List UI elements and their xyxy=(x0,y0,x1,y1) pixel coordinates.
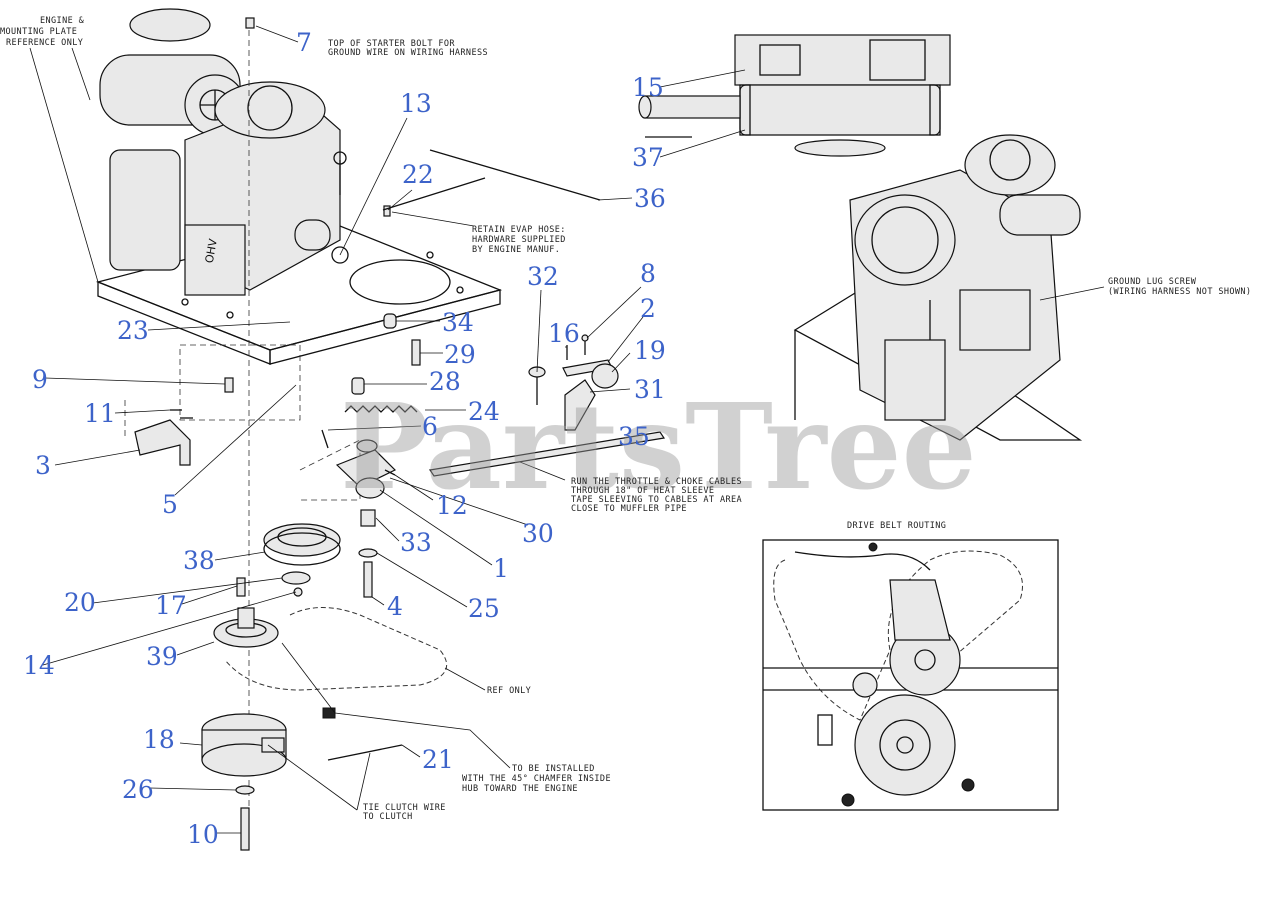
callout-8: 8 xyxy=(640,259,656,288)
callout-19: 19 xyxy=(634,336,666,365)
callout-13: 13 xyxy=(400,89,432,118)
callout-36: 36 xyxy=(634,184,666,213)
engine-side-view xyxy=(793,134,1083,441)
callout-25: 25 xyxy=(468,594,500,623)
callout-16: 16 xyxy=(548,319,580,348)
note-ground-lug: GROUND LUG SCREW (WIRING HARNESS NOT SHO… xyxy=(1108,277,1251,297)
callout-12: 12 xyxy=(436,491,468,520)
callout-33: 33 xyxy=(400,528,432,557)
svg-text:HUB TOWARD THE ENGINE: HUB TOWARD THE ENGINE xyxy=(462,784,578,794)
callout-32: 32 xyxy=(527,262,559,291)
callout-14: 14 xyxy=(23,651,55,680)
svg-text:CLOSE TO MUFFLER PIPE: CLOSE TO MUFFLER PIPE xyxy=(571,504,687,514)
svg-text:GROUND WIRE ON WIRING HARNESS: GROUND WIRE ON WIRING HARNESS xyxy=(328,48,488,58)
callout-numbers: 7 13 22 36 15 37 32 8 2 16 19 31 34 23 2… xyxy=(23,28,666,849)
svg-text:ENGINE &: ENGINE & xyxy=(40,16,85,26)
svg-text:REFERENCE ONLY: REFERENCE ONLY xyxy=(6,38,83,48)
callout-4: 4 xyxy=(387,592,403,621)
svg-text:(WIRING HARNESS NOT SHOWN): (WIRING HARNESS NOT SHOWN) xyxy=(1108,287,1251,297)
callout-22: 22 xyxy=(402,160,434,189)
callout-30: 30 xyxy=(522,519,554,548)
callout-17: 17 xyxy=(155,591,187,620)
note-throttle-cables: RUN THE THROTTLE & CHOKE CABLES THROUGH … xyxy=(571,477,742,514)
note-drive-belt-routing: DRIVE BELT ROUTING xyxy=(847,521,946,531)
svg-text:HARDWARE SUPPLIED: HARDWARE SUPPLIED xyxy=(472,235,566,245)
callout-18: 18 xyxy=(143,725,175,754)
callout-26: 26 xyxy=(122,775,154,804)
callout-1: 1 xyxy=(493,554,509,583)
callout-35: 35 xyxy=(618,422,650,451)
svg-text:TO CLUTCH: TO CLUTCH xyxy=(363,812,413,822)
note-engine-reference: ENGINE & MOUNTING PLATE REFERENCE ONLY xyxy=(0,16,85,48)
svg-text:BY ENGINE MANUF.: BY ENGINE MANUF. xyxy=(472,245,560,255)
callout-24: 24 xyxy=(468,397,500,426)
callout-21: 21 xyxy=(422,745,454,774)
callout-29: 29 xyxy=(444,340,476,369)
callout-2: 2 xyxy=(640,294,656,323)
svg-text:RUN THE THROTTLE & CHOKE CABLE: RUN THE THROTTLE & CHOKE CABLES xyxy=(571,477,742,487)
watermark: PartsTree xyxy=(340,377,977,516)
svg-text:THROUGH 18" OF HEAT SLEEVE: THROUGH 18" OF HEAT SLEEVE xyxy=(571,486,714,496)
svg-text:RETAIN EVAP HOSE:: RETAIN EVAP HOSE: xyxy=(472,225,566,235)
svg-text:TOP OF STARTER BOLT FOR: TOP OF STARTER BOLT FOR xyxy=(328,39,455,49)
engine-assembly: OHV xyxy=(95,8,503,365)
callout-34: 34 xyxy=(442,308,474,337)
note-ref-only: REF ONLY xyxy=(487,686,531,696)
svg-text:TIE CLUTCH WIRE: TIE CLUTCH WIRE xyxy=(363,803,446,813)
callout-15: 15 xyxy=(632,73,664,102)
svg-text:MOUNTING PLATE: MOUNTING PLATE xyxy=(0,27,77,37)
callout-11: 11 xyxy=(84,399,116,428)
svg-text:TAPE SLEEVING TO CABLES AT ARE: TAPE SLEEVING TO CABLES AT AREA xyxy=(571,495,742,505)
callout-9: 9 xyxy=(32,365,48,394)
note-tie-clutch-wire: TIE CLUTCH WIRE TO CLUTCH xyxy=(363,803,446,822)
svg-text:WITH THE 45° CHAMFER INSIDE: WITH THE 45° CHAMFER INSIDE xyxy=(462,774,611,784)
callout-5: 5 xyxy=(162,490,178,519)
note-evap-hose: RETAIN EVAP HOSE: HARDWARE SUPPLIED BY E… xyxy=(472,225,566,255)
belt-routing-view xyxy=(762,539,1059,811)
callout-38: 38 xyxy=(183,546,215,575)
svg-text:GROUND LUG SCREW: GROUND LUG SCREW xyxy=(1108,277,1197,287)
svg-text:OHV: OHV xyxy=(203,237,220,264)
note-install-chamfer: TO BE INSTALLED WITH THE 45° CHAMFER INS… xyxy=(462,764,611,794)
note-starter-bolt: TOP OF STARTER BOLT FOR GROUND WIRE ON W… xyxy=(328,39,488,58)
callout-7: 7 xyxy=(296,28,312,57)
callout-20: 20 xyxy=(64,588,96,617)
muffler-assembly xyxy=(638,34,951,157)
callout-28: 28 xyxy=(429,367,461,396)
callout-37: 37 xyxy=(632,143,664,172)
callout-23: 23 xyxy=(117,316,149,345)
callout-10: 10 xyxy=(187,820,219,849)
callout-31: 31 xyxy=(634,375,666,404)
callout-6: 6 xyxy=(422,412,438,441)
callout-3: 3 xyxy=(35,451,51,480)
leader-lines xyxy=(29,25,1105,834)
svg-text:TO BE INSTALLED: TO BE INSTALLED xyxy=(512,764,595,774)
callout-39: 39 xyxy=(146,642,178,671)
